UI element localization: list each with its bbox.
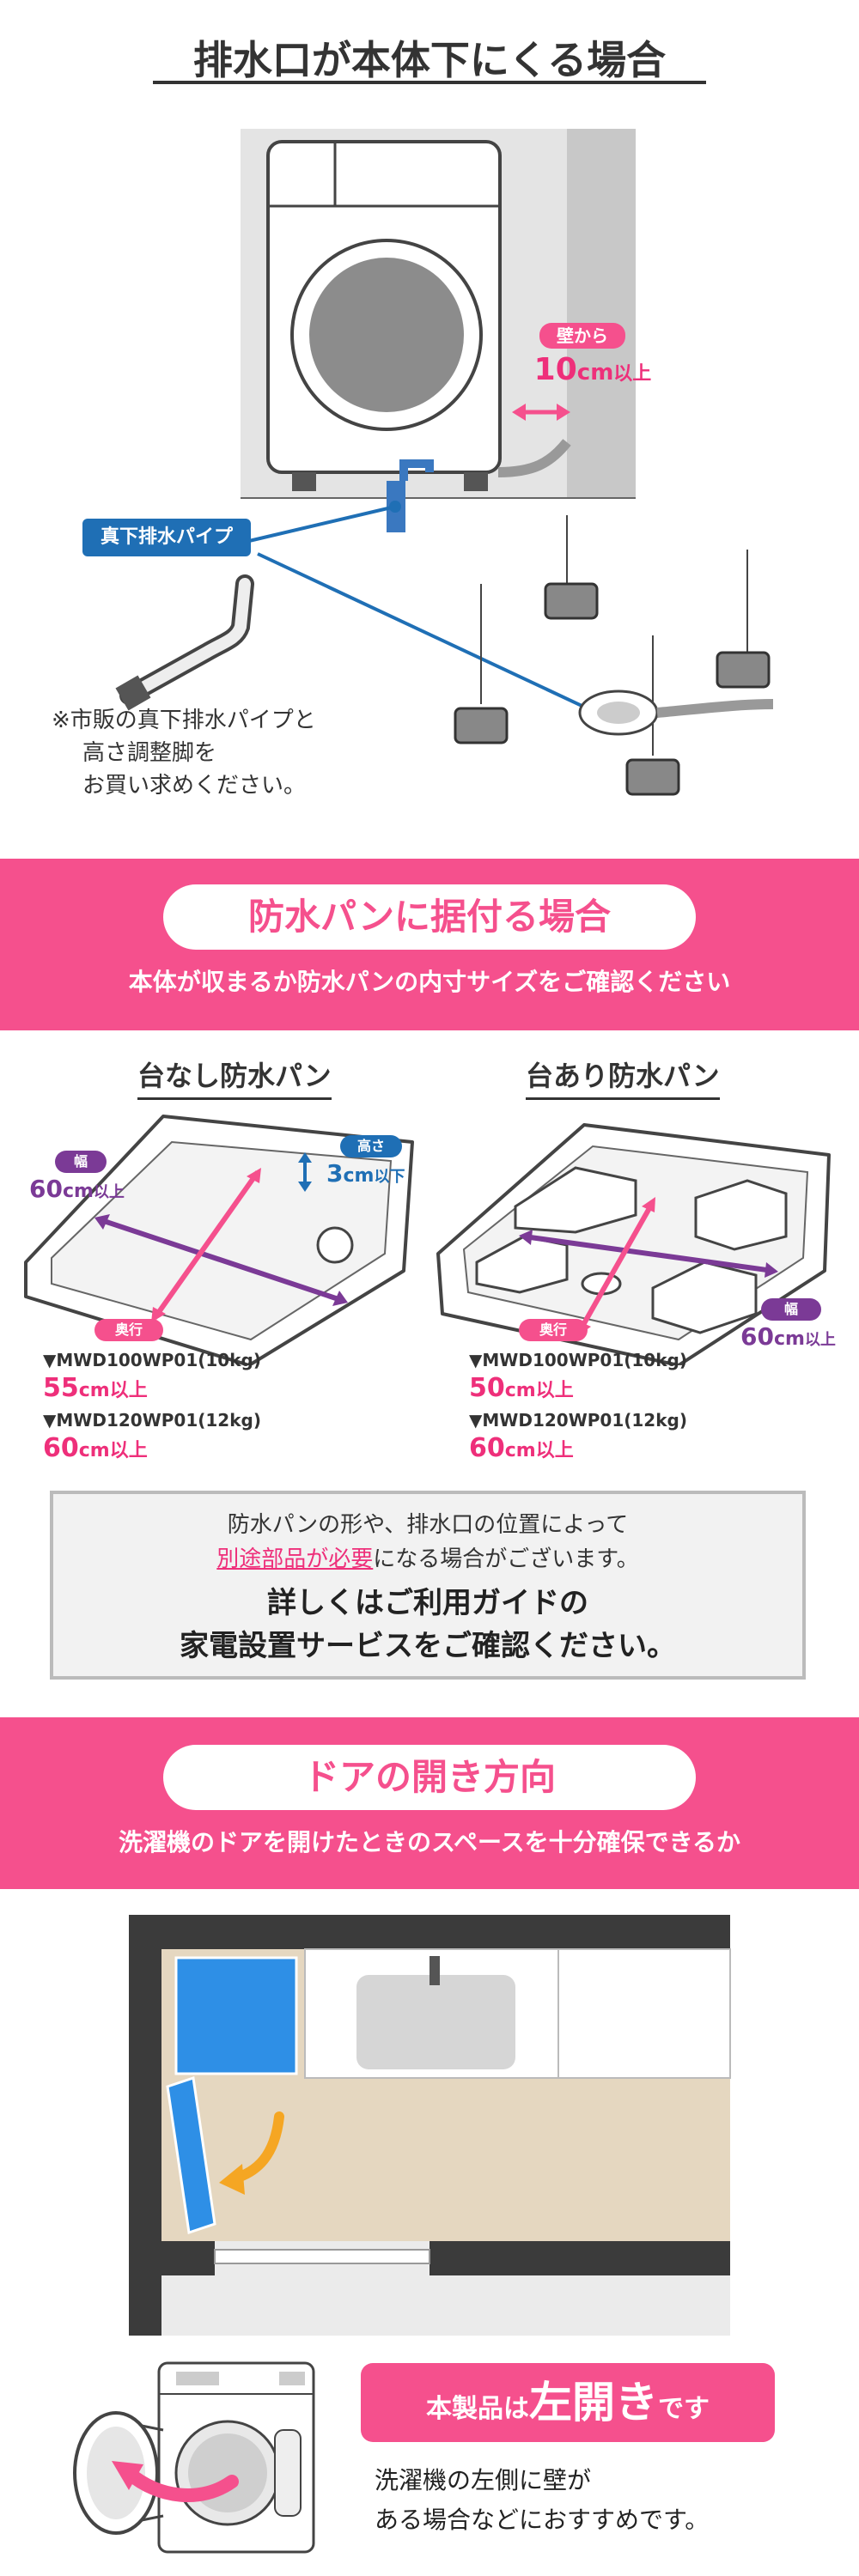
left-depth-badge: 奥行	[94, 1319, 163, 1341]
left-depth-1-number: 55	[43, 1373, 79, 1403]
pipe-label: 真下排水パイプ	[82, 519, 251, 556]
left-depth-1: 55cm以上	[43, 1372, 261, 1408]
wall-distance-value: 10cm以上	[524, 352, 661, 387]
left-width-unit: cm	[62, 1181, 94, 1202]
right-model-specs: ▼MWD100WP01(10kg) 50cm以上 ▼MWD120WP01(12k…	[469, 1348, 687, 1468]
room-floorplan	[129, 1915, 731, 2336]
right-depth-2-number: 60	[469, 1433, 505, 1463]
callout-post: です	[658, 2394, 710, 2424]
left-width-suffix: 以上	[93, 1183, 125, 1201]
height-suffix: 以下	[374, 1168, 405, 1186]
height-badge: 高さ	[340, 1135, 402, 1157]
right-depth-1-suffix: 以上	[535, 1380, 574, 1401]
notice-line-2-rest: になる場合がございます。	[373, 1546, 639, 1572]
callout-pre: 本製品は	[426, 2394, 529, 2424]
right-width-suffix: 以上	[804, 1331, 836, 1349]
right-width-unit: cm	[773, 1328, 805, 1350]
note-line-1: ※市販の真下排水パイプと	[52, 708, 316, 733]
left-pan-heading: 台なし防水パン	[137, 1054, 332, 1100]
height-number: 3	[326, 1159, 344, 1188]
left-depth-2-suffix: 以上	[109, 1440, 148, 1461]
right-model-2: ▼MWD120WP01(12kg)	[469, 1410, 687, 1431]
right-depth-2: 60cm以上	[469, 1432, 687, 1468]
right-depth-2-unit: cm	[504, 1440, 536, 1461]
notice-line-2: 別途部品が必要になる場合がございます。	[53, 1542, 802, 1577]
left-model-specs: ▼MWD100WP01(10kg) 55cm以上 ▼MWD120WP01(12k…	[43, 1348, 261, 1468]
height-unit: cm	[343, 1165, 375, 1187]
wall-value-suffix: 以上	[613, 363, 652, 385]
pan-diagrams	[24, 1115, 831, 1365]
washer-illustration	[73, 2361, 315, 2554]
right-depth-1: 50cm以上	[469, 1372, 687, 1408]
right-width-value: 60cm以上	[740, 1322, 836, 1351]
callout-big: 左開き	[529, 2378, 658, 2427]
wall-value-unit: cm	[576, 360, 614, 386]
right-width-badge: 幅	[761, 1298, 821, 1321]
left-opening-callout: 本製品は左開きです	[361, 2363, 775, 2442]
pan-title: 防水パンに据付る場合	[163, 884, 696, 950]
right-depth-1-number: 50	[469, 1373, 505, 1403]
right-depth-2-suffix: 以上	[535, 1440, 574, 1461]
notice-bold-2: 家電設置サービスをご確認ください。	[180, 1629, 676, 1663]
right-model-1: ▼MWD100WP01(10kg)	[469, 1350, 687, 1370]
notice-line-1: 防水パンの形や、排水口の位置によって	[227, 1512, 629, 1538]
left-model-2: ▼MWD120WP01(12kg)	[43, 1410, 261, 1431]
drain-diagram	[115, 129, 774, 796]
right-pan-heading: 台あり防水パン	[526, 1054, 720, 1100]
pan-subtitle: 本体が収まるか防水パンの内寸サイズをご確認ください	[128, 968, 731, 996]
right-depth-badge: 奥行	[519, 1319, 588, 1341]
left-width-value: 60cm以上	[29, 1175, 125, 1203]
notice-box: 防水パンの形や、排水口の位置によって 別途部品が必要になる場合がございます。 詳…	[50, 1491, 806, 1680]
left-depth-1-unit: cm	[78, 1380, 110, 1401]
door-recommendation: 洗濯機の左側に壁が ある場合などにおすすめです。	[375, 2461, 709, 2540]
note-line-3: お買い求めください。	[82, 773, 307, 799]
door-title: ドアの開き方向	[163, 1745, 696, 1810]
height-value: 3cm以下	[326, 1159, 405, 1188]
section1-title: 排水口が本体下にくる場合	[192, 37, 667, 83]
left-depth-2-unit: cm	[78, 1440, 110, 1461]
purchase-note: ※市販の真下排水パイプと 高さ調整脚を お買い求めください。	[52, 704, 316, 802]
left-depth-2: 60cm以上	[43, 1432, 261, 1468]
separate-parts-link[interactable]: 別途部品が必要	[216, 1546, 374, 1572]
left-width-badge: 幅	[55, 1151, 107, 1173]
left-model-1: ▼MWD100WP01(10kg)	[43, 1350, 261, 1370]
note-line-2: 高さ調整脚を	[82, 740, 217, 766]
wall-distance-badge: 壁から	[539, 323, 625, 349]
title-underline	[153, 81, 706, 84]
left-depth-1-suffix: 以上	[109, 1380, 148, 1401]
left-depth-2-number: 60	[43, 1433, 79, 1463]
right-depth-1-unit: cm	[504, 1380, 536, 1401]
wall-value-number: 10	[533, 352, 577, 387]
left-width-number: 60	[29, 1175, 63, 1203]
right-width-number: 60	[740, 1322, 774, 1351]
door-subtitle: 洗濯機のドアを開けたときのスペースを十分確保できるか	[118, 1828, 741, 1856]
desc-line-1: 洗濯機の左側に壁が	[375, 2466, 592, 2494]
desc-line-2: ある場合などにおすすめです。	[375, 2506, 710, 2534]
notice-bold-1: 詳しくはご利用ガイドの	[267, 1586, 588, 1620]
